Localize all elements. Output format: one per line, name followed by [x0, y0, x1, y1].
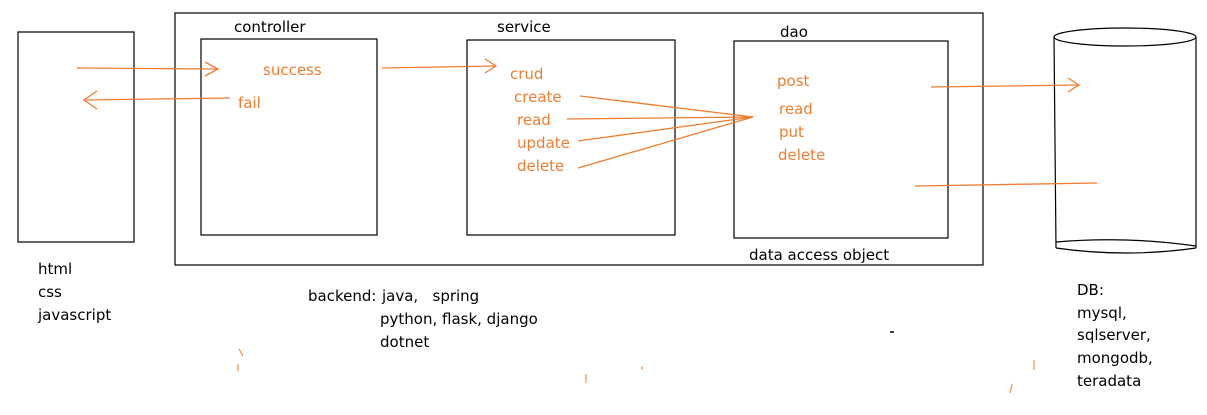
backend-line-3: dotnet: [380, 333, 429, 351]
backend-container: [174, 12, 984, 266]
arrow-dao-to-db: [930, 77, 1081, 93]
frontend-tech-javascript: javascript: [37, 306, 111, 324]
request-arrow-frontend-to-controller: [76, 61, 220, 77]
service-box: [466, 39, 676, 236]
controller-success: success: [263, 61, 322, 79]
controller-fail: fail: [238, 94, 261, 112]
db-item-teradata: teradata: [1077, 372, 1141, 390]
service-item-delete: delete: [517, 157, 564, 175]
dao-item-put: put: [779, 123, 804, 141]
db-label: DB:: [1077, 281, 1104, 299]
db-item-mysql: mysql,: [1077, 304, 1127, 322]
service-item-create: create: [514, 88, 562, 106]
frontend-tech-css: css: [38, 283, 62, 301]
frontend-tech-html: html: [38, 260, 72, 278]
dao-title: dao: [780, 23, 808, 41]
dao-item-read: read: [779, 100, 813, 118]
db-item-sqlserver: sqlserver,: [1077, 326, 1151, 344]
arrow-controller-to-service: [381, 58, 498, 74]
service-title: service: [497, 18, 551, 36]
service-item-crud: crud: [510, 65, 543, 83]
database-cylinder: [1053, 27, 1197, 254]
service-item-update: update: [517, 134, 570, 152]
db-item-mongodb: mongodb,: [1077, 349, 1153, 367]
controller-title: controller: [234, 18, 306, 36]
dao-caption: data access object: [749, 246, 889, 264]
backend-line-1: java, spring: [381, 287, 479, 305]
dao-box: [733, 40, 949, 239]
frontend-box: [17, 31, 135, 243]
return-line-db-to-dao: [914, 182, 1098, 187]
response-arrow-controller-to-frontend: [82, 90, 231, 110]
backend-label: backend:: [308, 287, 376, 305]
controller-box: [200, 38, 378, 236]
arrows-service-to-dao: [566, 95, 754, 169]
backend-line-2: python, flask, django: [380, 310, 538, 328]
dao-item-delete: delete: [778, 146, 825, 164]
dao-item-post: post: [777, 72, 810, 90]
stray-marks: [237, 331, 1035, 394]
service-item-read: read: [517, 111, 551, 129]
